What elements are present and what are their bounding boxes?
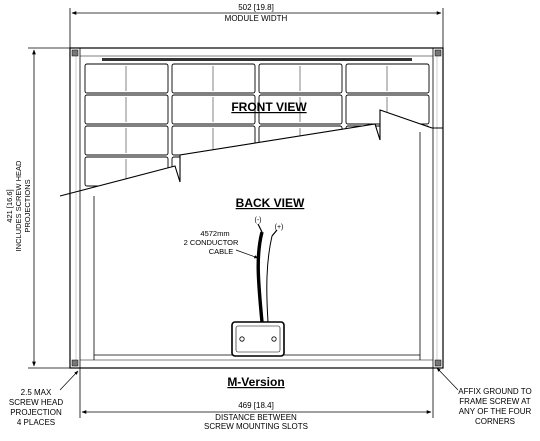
cable-neg-label: (-) — [255, 217, 262, 224]
cable — [256, 223, 278, 323]
version-label: M-Version — [227, 375, 284, 389]
ground-note-line-2: FRAME SCREW AT — [459, 397, 531, 406]
cable-type-label-2: CABLE — [209, 247, 234, 256]
cable-type-label-1: 2 CONDUCTOR — [184, 238, 239, 247]
slot-value: 469 [18.4] — [238, 401, 274, 410]
height-label-2: PROJECTIONS — [23, 179, 32, 232]
screw-note-line-2: SCREW HEAD — [9, 398, 63, 407]
cable-leader — [235, 249, 259, 259]
screw-note-leader — [59, 370, 79, 391]
slot-label-2: SCREW MOUNTING SLOTS — [204, 422, 308, 431]
module-frame — [69, 47, 444, 369]
junction-box — [231, 321, 285, 357]
width-value: 502 [19.8] — [238, 3, 274, 12]
cable-length-label: 4572mm — [200, 229, 229, 238]
screw-note-line-3: PROJECTION — [10, 408, 62, 417]
screw-note-line-4: 4 PLACES — [17, 418, 55, 427]
screw-note-line-1: 2.5 MAX — [21, 388, 52, 397]
ground-note-line-1: AFFIX GROUND TO — [458, 387, 532, 396]
ground-note: AFFIX GROUND TO FRAME SCREW AT ANY OF TH… — [436, 367, 532, 426]
height-dimension: 421 [16.6] INCLUDES SCREW HEAD PROJECTIO… — [5, 47, 72, 369]
height-value: 421 [16.6] — [5, 189, 14, 222]
height-label-1: INCLUDES SCREW HEAD — [14, 160, 23, 251]
ground-note-leader — [436, 367, 459, 391]
ground-note-line-4: CORNERS — [475, 417, 515, 426]
ground-note-line-3: ANY OF THE FOUR — [459, 407, 532, 416]
slot-label-1: DISTANCE BETWEEN — [215, 413, 297, 422]
screw-head-note: 2.5 MAX SCREW HEAD PROJECTION 4 PLACES — [9, 370, 79, 427]
break-line — [59, 109, 443, 197]
width-dimension: 502 [19.8] MODULE WIDTH — [69, 3, 444, 48]
cable-pos-label: (+) — [275, 224, 284, 231]
front-view-label: FRONT VIEW — [231, 100, 307, 114]
slot-dimension: 469 [18.4] DISTANCE BETWEEN SCREW MOUNTI… — [79, 368, 434, 431]
width-label: MODULE WIDTH — [225, 14, 288, 23]
back-view-label: BACK VIEW — [236, 196, 305, 210]
front-view-cells — [84, 58, 430, 187]
